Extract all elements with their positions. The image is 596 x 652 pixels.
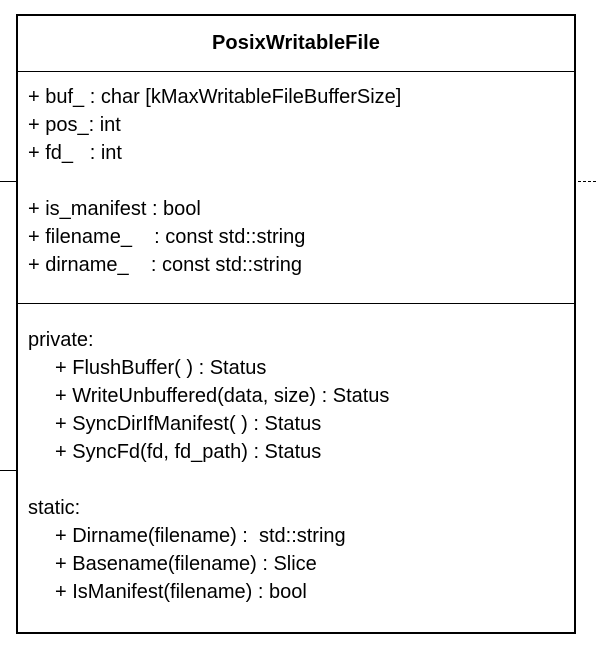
- methods-section: private: + FlushBuffer( ) : Status + Wri…: [18, 304, 574, 632]
- attribute-dirname: + dirname_ : const std::string: [28, 254, 303, 276]
- attribute-pos: + pos_: int: [28, 114, 121, 136]
- uml-class-box[interactable]: PosixWritableFile + buf_ : char [kMaxWri…: [16, 14, 576, 634]
- class-name: PosixWritableFile: [211, 32, 381, 54]
- left-connector-top: [0, 181, 16, 182]
- method-flush-buffer: + FlushBuffer( ) : Status: [55, 357, 267, 379]
- class-title-section: PosixWritableFile: [18, 16, 574, 72]
- method-basename: + Basename(filename) : Slice: [55, 553, 317, 575]
- private-label: private:: [28, 329, 94, 351]
- right-dashed-connector: [578, 181, 596, 182]
- method-sync-dir-if-manifest: + SyncDirIfManifest( ) : Status: [55, 413, 322, 435]
- method-is-manifest: + IsManifest(filename) : bool: [55, 581, 307, 603]
- method-dirname: + Dirname(filename) : std::string: [55, 525, 346, 547]
- left-connector-bottom: [0, 470, 16, 471]
- attribute-is-manifest: + is_manifest : bool: [28, 198, 201, 220]
- static-label: static:: [28, 497, 81, 519]
- method-write-unbuffered: + WriteUnbuffered(data, size) : Status: [55, 385, 390, 407]
- method-sync-fd: + SyncFd(fd, fd_path) : Status: [55, 441, 322, 463]
- attribute-filename: + filename_ : const std::string: [28, 226, 306, 248]
- attribute-buf: + buf_ : char [kMaxWritableFileBufferSiz…: [28, 86, 402, 108]
- attributes-section: + buf_ : char [kMaxWritableFileBufferSiz…: [18, 72, 574, 304]
- attribute-fd: + fd_ : int: [28, 142, 122, 164]
